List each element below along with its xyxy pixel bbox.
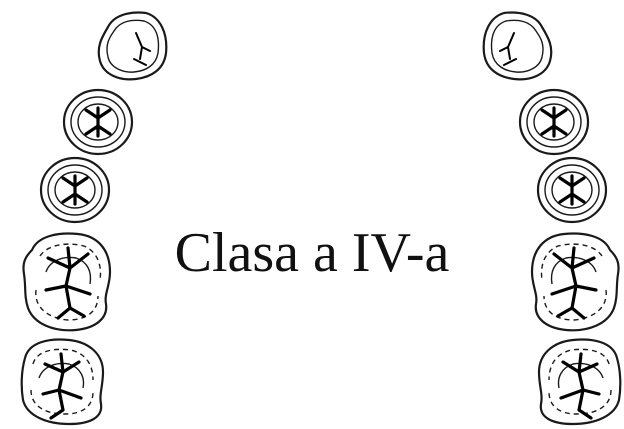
right-second-premolar xyxy=(536,156,608,224)
left-arch xyxy=(20,11,168,426)
right-first-premolar xyxy=(518,88,590,156)
right-second-molar xyxy=(537,337,622,426)
left-canine xyxy=(97,11,168,81)
left-first-premolar xyxy=(62,88,134,156)
right-canine xyxy=(482,11,553,81)
diagram-title: Clasa a IV-a xyxy=(174,222,450,284)
left-second-molar xyxy=(20,337,105,426)
right-arch xyxy=(482,11,622,426)
left-second-premolar xyxy=(39,156,111,224)
